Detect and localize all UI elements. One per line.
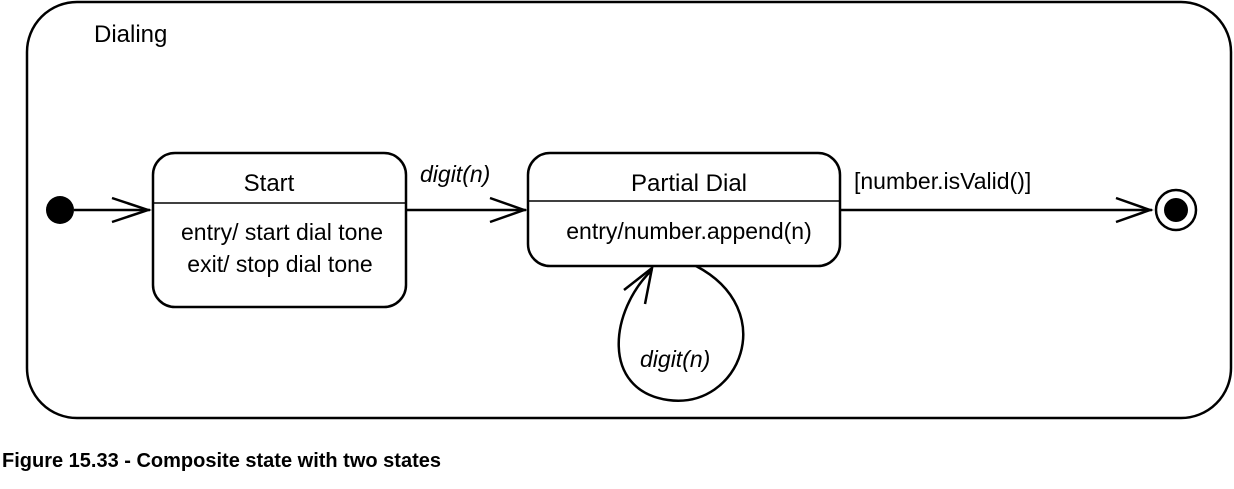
figure-caption: Figure 15.33 - Composite state with two … xyxy=(2,450,441,472)
initial-state xyxy=(46,196,74,224)
transition-partial-to-final xyxy=(840,196,1154,224)
state-partial-dial-name: Partial Dial xyxy=(631,170,747,197)
final-state xyxy=(1154,188,1198,232)
transition-start-to-partial xyxy=(406,196,528,224)
state-start-entry: entry/ start dial tone xyxy=(181,219,383,245)
trigger-digit-label: digit(n) xyxy=(420,161,490,187)
state-partial-dial-entry: entry/number.append(n) xyxy=(566,218,812,244)
composite-state-dialing xyxy=(25,0,1233,420)
state-partial-dial: Partial Dial entry/number.append(n) xyxy=(526,151,842,268)
state-start: Start entry/ start dial tone exit/ stop … xyxy=(151,151,408,309)
state-start-exit: exit/ stop dial tone xyxy=(187,251,372,277)
transition-self-loop xyxy=(617,264,745,402)
composite-state-name: Dialing xyxy=(94,21,167,48)
state-start-name: Start xyxy=(244,170,295,197)
guard-label: [number.isValid()] xyxy=(854,168,1031,194)
self-loop-trigger-label: digit(n) xyxy=(640,346,710,372)
transition-initial-to-start xyxy=(74,196,152,224)
